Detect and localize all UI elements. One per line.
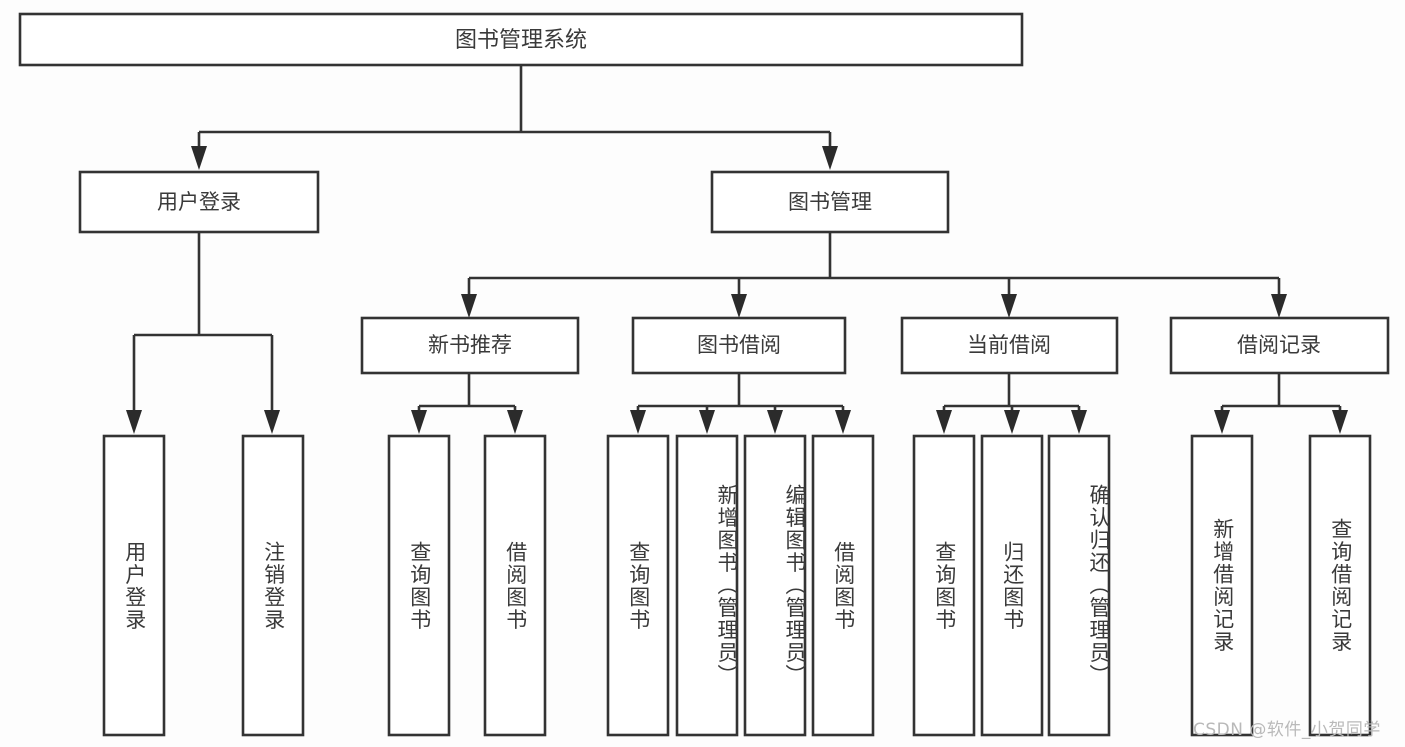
arrow-head-currentborrow-leaf-1 <box>1004 410 1020 434</box>
arrow-head-userlogin-leaf-1 <box>264 410 280 434</box>
node-user-login-box[interactable] <box>78 170 320 234</box>
leaf-box-book-borrow-1[interactable] <box>675 434 739 737</box>
arrow-head-currentborrow-leaf-2 <box>1071 410 1087 434</box>
leaf-group-current-borrow <box>912 434 1111 737</box>
connector-group-current-borrow <box>936 373 1087 434</box>
node-current-borrow-box[interactable] <box>900 316 1119 375</box>
arrow-head-l1-1 <box>822 146 838 170</box>
node-new-book[interactable]: 新书推荐 <box>360 316 580 375</box>
leaf-box-new-book-1[interactable] <box>483 434 547 737</box>
node-borrow-record[interactable]: 借阅记录 <box>1169 316 1390 375</box>
leaf-box-current-borrow-1[interactable] <box>980 434 1044 737</box>
node-book-borrow-label: 图书借阅 <box>697 333 781 357</box>
leaf-box-book-borrow-2[interactable] <box>743 434 807 737</box>
watermark-text: CSDN @软件_小贺同学 <box>1193 720 1381 740</box>
node-root-box[interactable] <box>18 12 1024 67</box>
arrow-head-currentborrow-leaf-0 <box>936 410 952 434</box>
connector-group-user-login <box>126 232 280 434</box>
arrow-head-newbook-leaf-0 <box>411 410 427 434</box>
leaf-box-current-borrow-2[interactable] <box>1047 434 1111 737</box>
arrow-head-l2-3 <box>1271 294 1287 318</box>
leaf-box-book-borrow-0[interactable] <box>606 434 670 737</box>
connector-group-book-manage <box>461 232 1287 318</box>
connector-group-root <box>191 65 838 170</box>
node-borrow-record-box[interactable] <box>1169 316 1390 375</box>
node-user-login[interactable]: 用户登录 <box>78 170 320 234</box>
arrow-head-bookborrow-leaf-2 <box>767 410 783 434</box>
node-book-manage-label: 图书管理 <box>788 190 872 214</box>
arrow-head-userlogin-leaf-0 <box>126 410 142 434</box>
leaf-box-current-borrow-0[interactable] <box>912 434 976 737</box>
arrow-head-bookborrow-leaf-0 <box>630 410 646 434</box>
arrow-head-borrowrecord-leaf-0 <box>1214 410 1230 434</box>
leaf-group-borrow-record <box>1190 434 1372 737</box>
node-root[interactable]: 图书管理系统 <box>18 12 1024 67</box>
arrow-head-l1-0 <box>191 146 207 170</box>
node-book-borrow[interactable]: 图书借阅 <box>631 316 847 375</box>
node-book-manage[interactable]: 图书管理 <box>710 170 950 234</box>
leaf-box-book-borrow-3[interactable] <box>811 434 875 737</box>
arrow-head-l2-2 <box>1001 294 1017 318</box>
connector-group-book-borrow <box>630 373 851 434</box>
node-borrow-record-label: 借阅记录 <box>1237 333 1321 357</box>
node-root-label: 图书管理系统 <box>455 28 587 53</box>
leaf-box-borrow-record-0[interactable] <box>1190 434 1254 737</box>
arrow-head-l2-0 <box>461 294 477 318</box>
connector-group-new-book <box>411 373 523 434</box>
arrow-head-l2-1 <box>731 294 747 318</box>
node-book-borrow-box[interactable] <box>631 316 847 375</box>
leaf-group-new-book <box>387 434 547 737</box>
node-new-book-label: 新书推荐 <box>428 333 512 357</box>
node-book-manage-box[interactable] <box>710 170 950 234</box>
arrow-head-bookborrow-leaf-1 <box>699 410 715 434</box>
connector-group-borrow-record <box>1214 373 1348 434</box>
node-current-borrow[interactable]: 当前借阅 <box>900 316 1119 375</box>
leaf-box-borrow-record-1[interactable] <box>1308 434 1372 737</box>
leaf-box-user-login-1[interactable] <box>241 434 305 737</box>
arrow-head-borrowrecord-leaf-1 <box>1332 410 1348 434</box>
leaf-box-new-book-0[interactable] <box>387 434 451 737</box>
leaf-group-book-borrow <box>606 434 875 737</box>
node-new-book-box[interactable] <box>360 316 580 375</box>
leaf-group-user-login <box>102 434 305 737</box>
node-user-login-label: 用户登录 <box>157 190 241 214</box>
node-current-borrow-label: 当前借阅 <box>967 333 1051 357</box>
arrow-head-bookborrow-leaf-3 <box>835 410 851 434</box>
arrow-head-newbook-leaf-1 <box>507 410 523 434</box>
leaf-box-user-login-0[interactable] <box>102 434 166 737</box>
